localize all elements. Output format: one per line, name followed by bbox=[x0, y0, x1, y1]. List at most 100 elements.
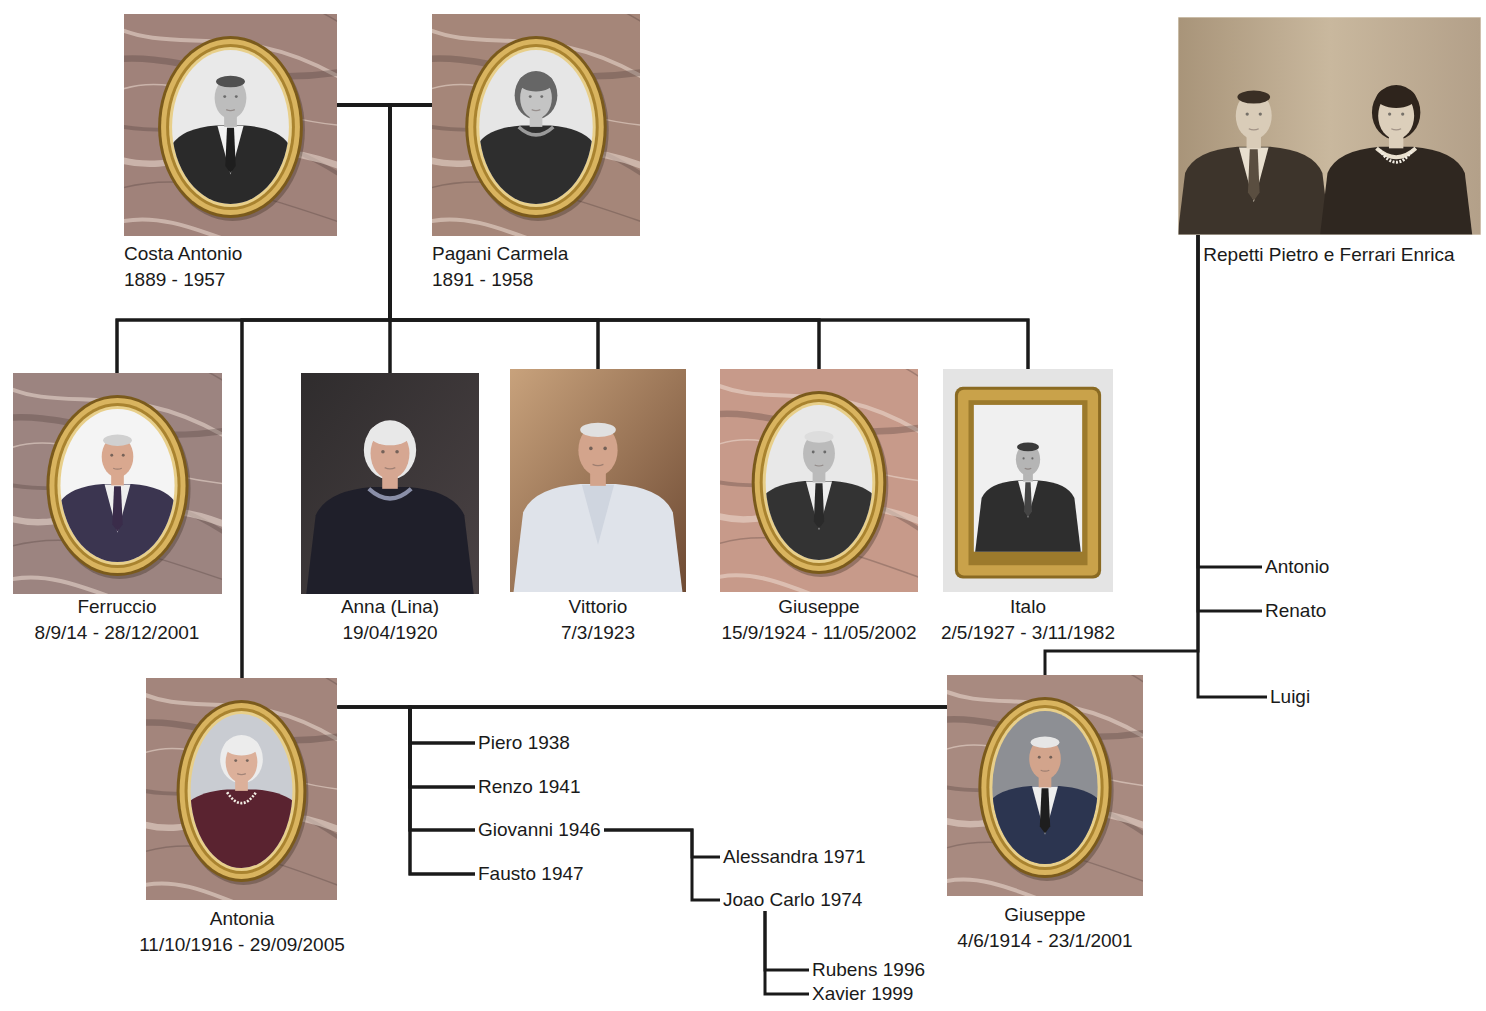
person-entry: Alessandra 1971 bbox=[720, 846, 869, 868]
family-line bbox=[1198, 235, 1262, 567]
person-entry: Luigi bbox=[1267, 686, 1313, 708]
photo-part bbox=[589, 447, 593, 451]
photo-part bbox=[749, 481, 888, 577]
photo-part bbox=[13, 373, 222, 386]
photo-part bbox=[512, 484, 683, 592]
photo-part bbox=[228, 792, 257, 803]
photo-part bbox=[305, 487, 475, 594]
person-card: Ferruccio8/9/14 - 28/12/2001 bbox=[13, 373, 222, 646]
photo-part bbox=[976, 786, 1114, 881]
life-dates: 8/9/14 - 28/12/2001 bbox=[35, 620, 200, 646]
person-card: Giuseppe4/6/1914 - 23/1/2001 bbox=[947, 675, 1143, 954]
photo-part bbox=[720, 369, 918, 592]
photo-part bbox=[146, 678, 337, 900]
photo-part bbox=[1025, 468, 1032, 470]
photo-part bbox=[225, 737, 260, 755]
photo-part bbox=[540, 95, 543, 98]
portrait-photo bbox=[13, 373, 222, 594]
family-line bbox=[410, 707, 947, 787]
portrait-photo bbox=[947, 675, 1143, 896]
person-card: Italo2/5/1927 - 3/11/1982 bbox=[941, 369, 1115, 646]
person-card: Anna (Lina)19/04/1920 bbox=[301, 373, 479, 646]
photo-part bbox=[1247, 149, 1259, 200]
family-line bbox=[765, 911, 809, 970]
photo-part bbox=[720, 369, 918, 382]
photo-part bbox=[947, 675, 1143, 896]
photo-part bbox=[1245, 112, 1248, 115]
photo-part bbox=[103, 435, 132, 446]
photo-part bbox=[1391, 129, 1401, 130]
photo-part bbox=[519, 127, 554, 135]
photo-part bbox=[385, 468, 396, 469]
photo-part bbox=[432, 14, 640, 27]
connector-group bbox=[117, 105, 1267, 994]
person-card: Antonia11/10/1916 - 29/09/2005 bbox=[139, 678, 345, 958]
person-name: Giuseppe bbox=[1004, 902, 1085, 928]
photo-part bbox=[519, 73, 554, 91]
photo-part bbox=[969, 400, 1088, 565]
photo-part bbox=[146, 883, 337, 900]
photo-part bbox=[947, 786, 1143, 841]
photo-part bbox=[947, 675, 1143, 896]
photo-part bbox=[238, 774, 247, 775]
photo-part bbox=[582, 485, 614, 545]
photo-part bbox=[720, 369, 918, 592]
person-name: Renato bbox=[1262, 600, 1329, 622]
life-dates: 1889 - 1957 bbox=[124, 267, 225, 293]
family-line bbox=[1198, 235, 1262, 611]
photo-part bbox=[593, 464, 604, 465]
photo-part bbox=[720, 575, 918, 592]
photo-part bbox=[432, 14, 640, 236]
person-name: Antonio bbox=[1262, 556, 1332, 578]
family-line bbox=[337, 105, 390, 373]
photo-part bbox=[947, 879, 1143, 896]
photo-part bbox=[13, 373, 222, 594]
family-line bbox=[337, 707, 475, 874]
photo-part bbox=[124, 219, 337, 236]
photo-part bbox=[814, 483, 824, 529]
life-dates: 1891 - 1958 bbox=[432, 267, 533, 293]
photo-part bbox=[1178, 147, 1332, 235]
photo-part bbox=[246, 759, 249, 762]
photo-part bbox=[173, 789, 312, 884]
person-entry: Fausto 1947 bbox=[475, 863, 587, 885]
photo-part bbox=[146, 678, 337, 691]
photo-part bbox=[146, 678, 337, 900]
person-name: Costa Antonio bbox=[124, 241, 242, 267]
photo-part bbox=[1038, 756, 1041, 759]
family-line bbox=[410, 707, 947, 830]
photo-part bbox=[1018, 481, 1038, 518]
person-card: Costa Antonio1889 - 1957 bbox=[124, 14, 337, 293]
person-entry: Piero 1938 bbox=[475, 732, 573, 754]
photo-part bbox=[432, 219, 640, 236]
portrait-photo bbox=[510, 369, 686, 592]
photo-part bbox=[720, 369, 918, 592]
photo-part bbox=[532, 110, 541, 111]
photo-part bbox=[1401, 112, 1404, 115]
photo-part bbox=[1178, 17, 1481, 235]
life-dates: 19/04/1920 bbox=[342, 620, 437, 646]
person-entry: Renato bbox=[1262, 600, 1329, 622]
photo-part bbox=[124, 14, 337, 236]
photo-part bbox=[104, 485, 130, 533]
photo-part bbox=[124, 14, 337, 236]
person-name: Anna (Lina) bbox=[341, 594, 439, 620]
photo-part bbox=[146, 678, 337, 900]
photo-part bbox=[13, 373, 222, 594]
family-line bbox=[390, 105, 1028, 369]
person-name: Ferruccio bbox=[77, 594, 156, 620]
person-entry: Antonio bbox=[1262, 556, 1332, 578]
family-line bbox=[765, 911, 809, 994]
life-dates: 15/9/1924 - 11/05/2002 bbox=[721, 620, 916, 646]
photo-part bbox=[113, 468, 122, 469]
photo-part bbox=[218, 126, 244, 175]
photo-part bbox=[1022, 457, 1024, 459]
life-dates: 4/6/1914 - 23/1/2001 bbox=[957, 928, 1132, 954]
photo-part bbox=[121, 454, 124, 457]
portrait-image bbox=[13, 373, 222, 594]
photo-part bbox=[955, 387, 1101, 579]
person-card: Pagani Carmela1891 - 1958 bbox=[432, 14, 640, 293]
photo-part bbox=[124, 14, 337, 236]
portrait-image bbox=[146, 678, 337, 900]
portrait-photo bbox=[943, 369, 1113, 592]
